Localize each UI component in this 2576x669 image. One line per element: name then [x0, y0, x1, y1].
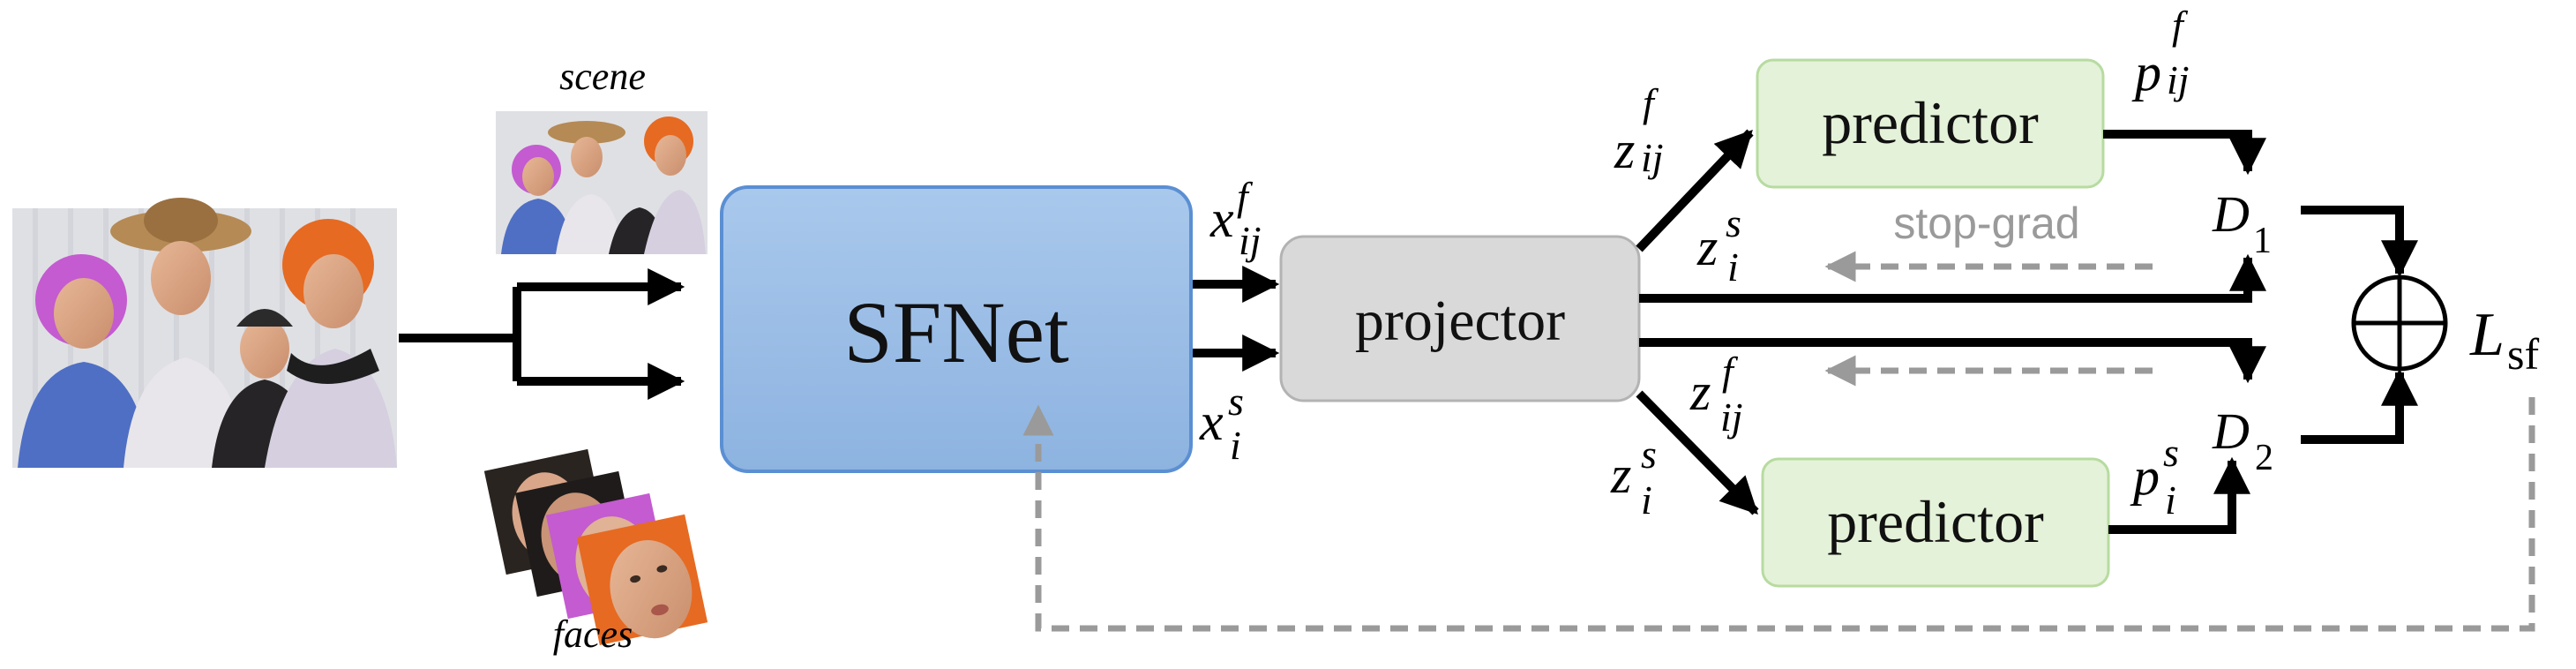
svg-text:s: s: [1726, 200, 1741, 245]
svg-text:ij: ij: [1641, 135, 1664, 180]
predictor-bottom-label: predictor: [1827, 488, 2044, 555]
faces-label: faces: [553, 613, 633, 656]
svg-text:i: i: [1230, 423, 1241, 468]
x-f-label: x f ij: [1209, 174, 1262, 263]
projector-to-predictor-arrows: [1636, 129, 1759, 515]
z-f-top-label: z f ij: [1614, 80, 1664, 180]
p-s-label: p s i: [2130, 430, 2179, 522]
input-photo: [12, 198, 397, 468]
stop-grad-label: stop-grad: [1893, 199, 2079, 248]
predictor-bottom-block: predictor: [1761, 457, 2110, 588]
svg-text:D: D: [2212, 402, 2250, 460]
svg-text:D: D: [2212, 185, 2250, 243]
sum-operator-icon: [2351, 274, 2448, 372]
svg-text:x: x: [1199, 393, 1224, 451]
svg-text:ij: ij: [1720, 395, 1743, 440]
svg-text:f: f: [1643, 80, 1659, 125]
sfnet-label: SFNet: [843, 283, 1069, 381]
svg-text:f: f: [1722, 349, 1739, 394]
input-fork-arrows: [399, 268, 685, 400]
d-to-sum-arrows: [2301, 206, 2418, 444]
sfnet-to-projector-arrows: [1193, 266, 1280, 372]
svg-text:2: 2: [2255, 438, 2273, 478]
z-f-bottom-label: z f ij: [1689, 349, 1743, 440]
svg-text:ij: ij: [1239, 218, 1262, 263]
sfnet-block: SFNet: [720, 185, 1193, 473]
svg-text:s: s: [1641, 432, 1657, 477]
scene-thumbnail: [496, 111, 708, 254]
p-f-label: p f ij: [2131, 3, 2190, 102]
x-s-label: x s i: [1199, 379, 1244, 468]
predictor-to-d-arrows: [2103, 130, 2266, 534]
svg-text:z: z: [1614, 121, 1635, 179]
stop-grad-arrows: [1824, 251, 2153, 387]
svg-text:p: p: [2131, 43, 2161, 101]
svg-text:z: z: [1610, 446, 1631, 504]
svg-text:x: x: [1209, 190, 1234, 248]
svg-text:i: i: [1727, 244, 1739, 289]
svg-text:ij: ij: [2167, 57, 2190, 102]
svg-text:z: z: [1689, 363, 1711, 421]
faces-stack: [483, 448, 708, 646]
projector-block: projector: [1279, 235, 1641, 402]
projector-label: projector: [1355, 289, 1565, 353]
svg-text:i: i: [2165, 477, 2176, 522]
svg-text:p: p: [2130, 447, 2160, 506]
z-s-top-label: z s i: [1696, 200, 1741, 289]
gradient-feedback-arrow: [1022, 397, 2535, 632]
d1-label: D 1: [2212, 185, 2272, 261]
predictor-top-label: predictor: [1822, 89, 2039, 156]
projector-to-d-arrows: [1639, 253, 2266, 384]
svg-text:z: z: [1696, 218, 1718, 276]
loss-label: L sf: [2469, 301, 2539, 379]
svg-text:s: s: [2163, 430, 2179, 475]
d2-label: D 2: [2212, 402, 2273, 478]
svg-text:i: i: [1641, 477, 1652, 522]
predictor-top-block: predictor: [1756, 58, 2105, 189]
svg-text:f: f: [2172, 3, 2189, 48]
svg-text:sf: sf: [2507, 329, 2539, 379]
z-s-bottom-label: z s i: [1610, 432, 1657, 522]
svg-text:1: 1: [2253, 221, 2272, 261]
svg-text:s: s: [1228, 379, 1244, 424]
svg-text:f: f: [1237, 174, 1254, 219]
svg-text:L: L: [2469, 301, 2505, 369]
scene-label: scene: [559, 55, 646, 98]
